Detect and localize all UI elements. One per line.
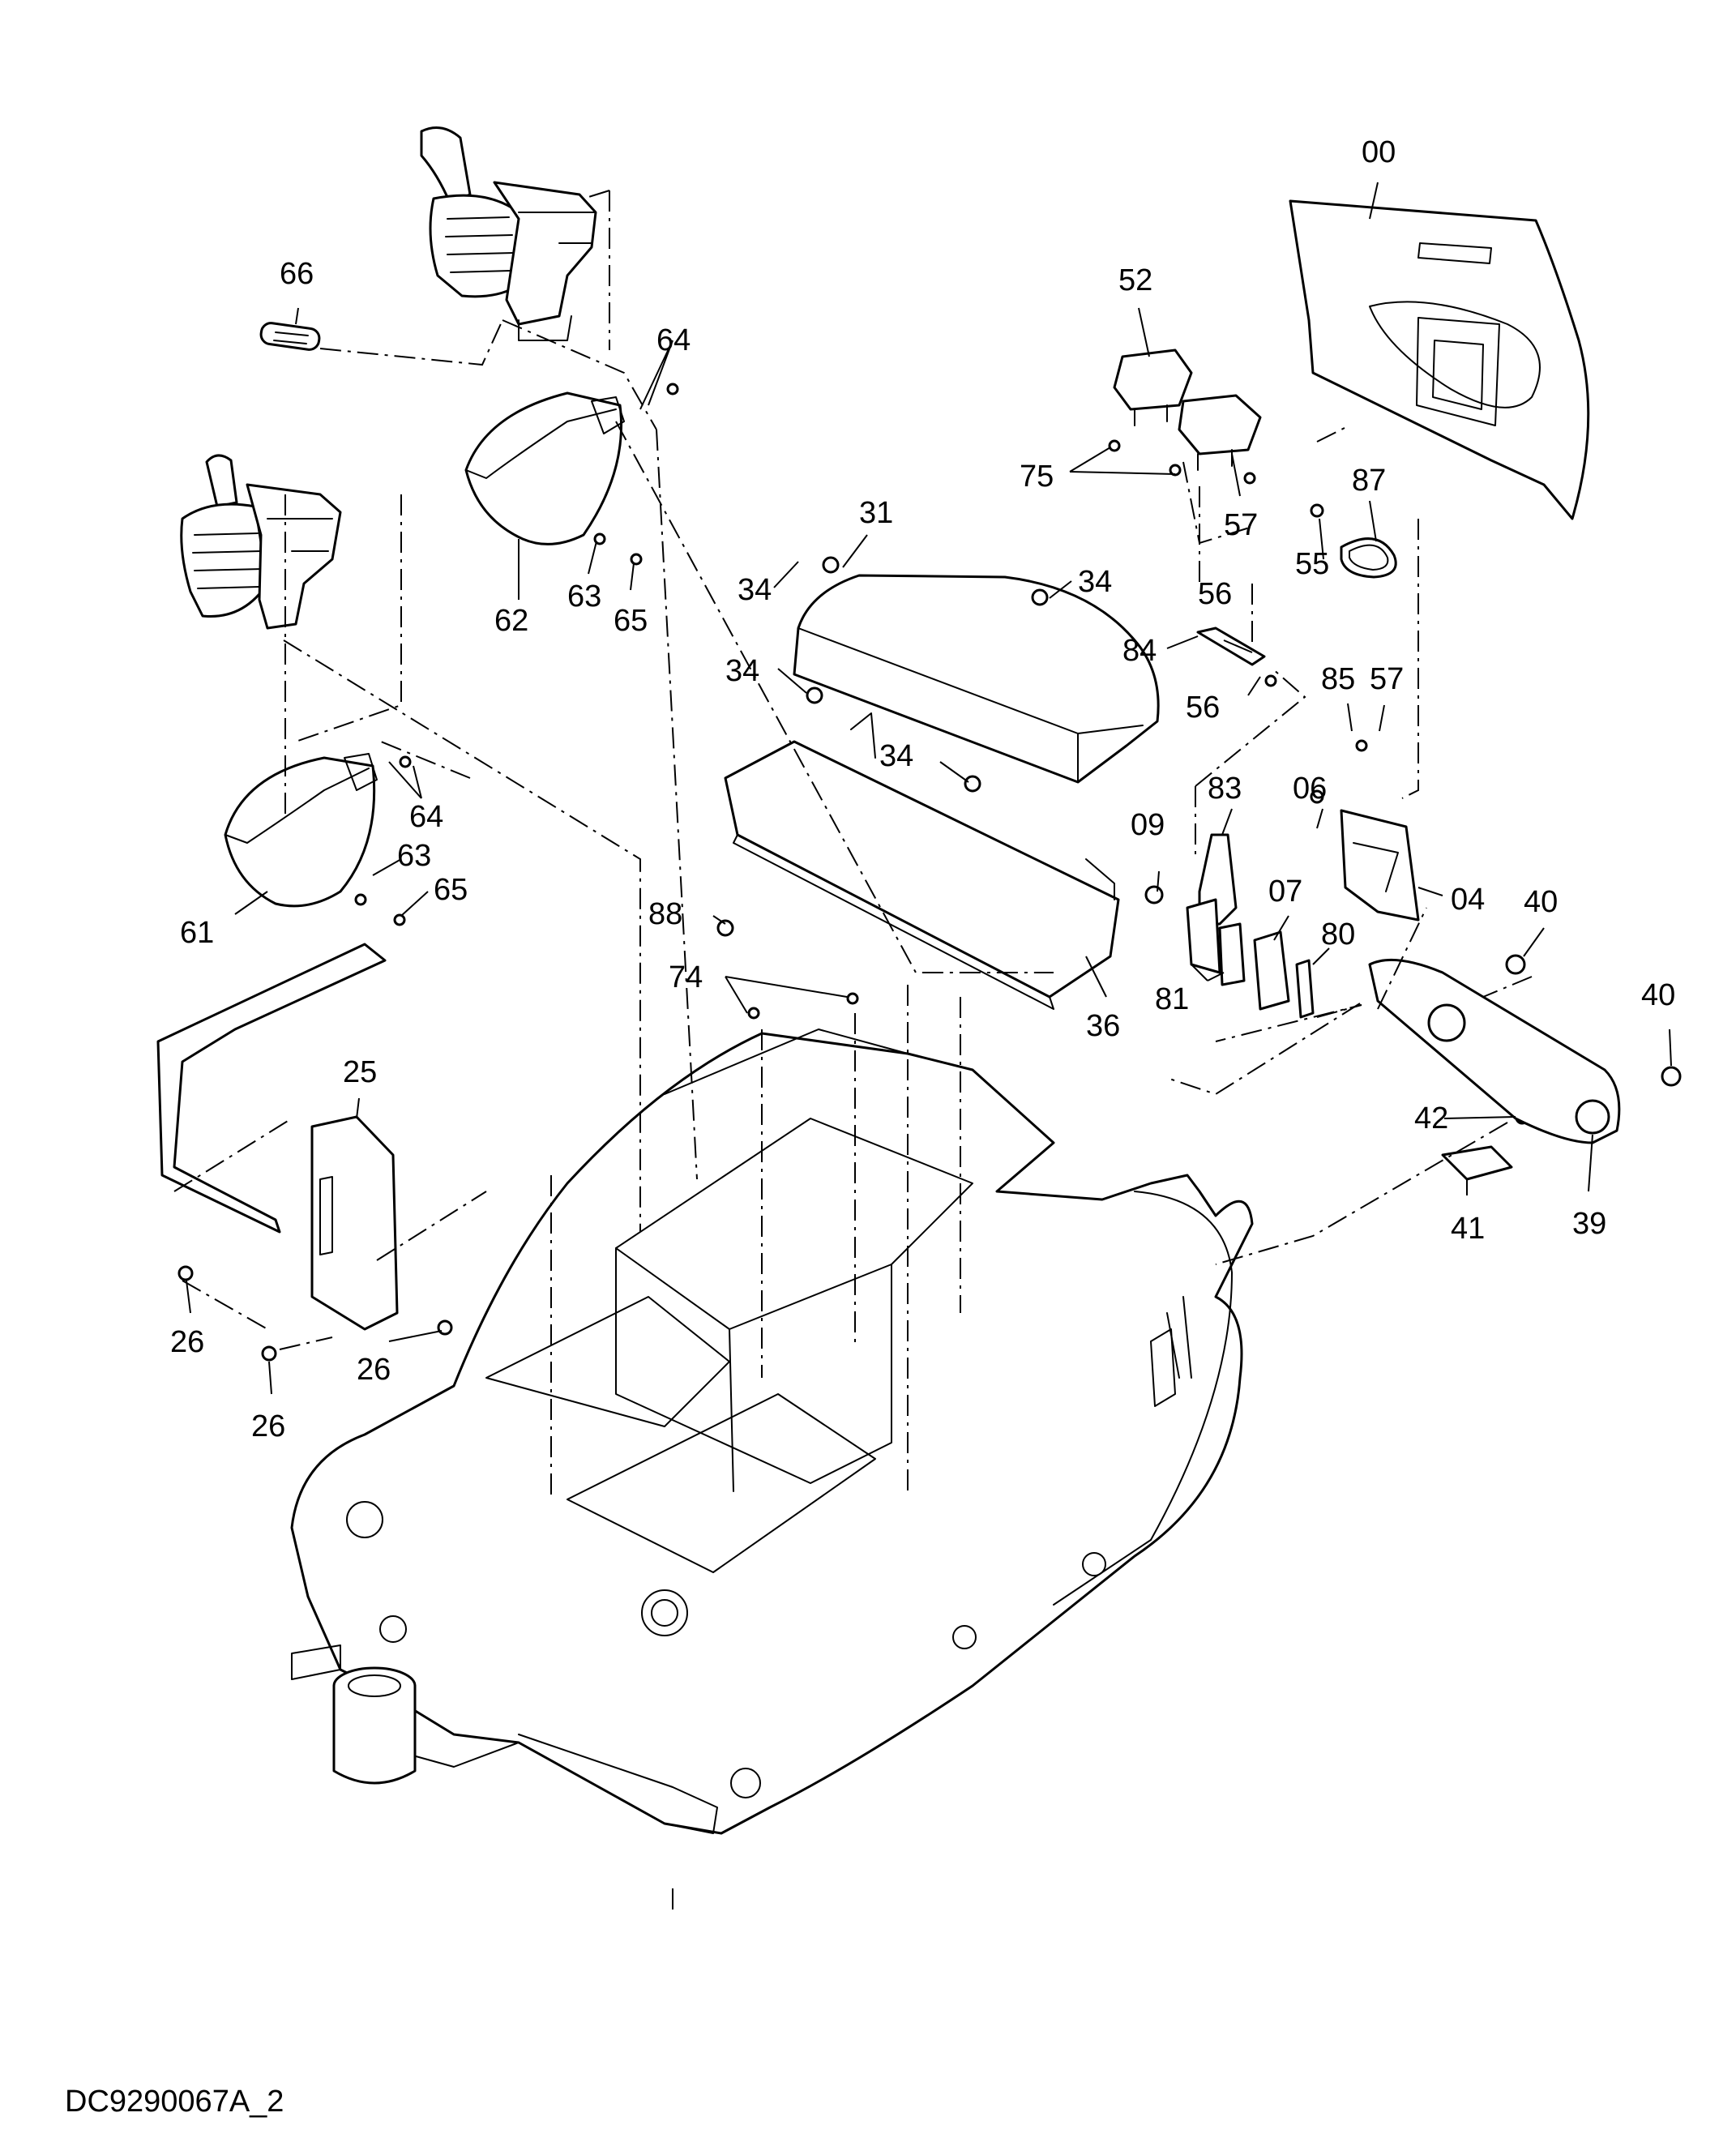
callout-61[interactable]: 61 <box>180 916 214 950</box>
part-39-side-panel[interactable] <box>1368 958 1621 1144</box>
callout-65[interactable]: 65 <box>614 604 648 638</box>
callout-40[interactable]: 40 <box>1641 978 1675 1012</box>
part-87-ring[interactable] <box>1340 537 1397 579</box>
callout-84[interactable]: 84 <box>1122 634 1157 668</box>
callout-63[interactable]: 63 <box>397 839 431 873</box>
part-61-lower-cover[interactable] <box>224 753 378 908</box>
upper-joystick-assembly[interactable] <box>420 126 597 341</box>
callout-65[interactable]: 65 <box>434 873 468 907</box>
left-mount-plate[interactable] <box>156 943 387 1234</box>
callout-40[interactable]: 40 <box>1524 885 1558 919</box>
callout-41[interactable]: 41 <box>1451 1212 1485 1246</box>
part-07-bracket[interactable] <box>1253 930 1290 1011</box>
callout-34[interactable]: 34 <box>725 654 759 688</box>
part-84-strip[interactable] <box>1196 627 1266 666</box>
callout-64[interactable]: 64 <box>656 323 691 357</box>
callout-74[interactable]: 74 <box>669 960 703 994</box>
document-id: DC9290067A_2 <box>65 2085 284 2119</box>
callout-64[interactable]: 64 <box>409 800 443 834</box>
part-66-grip-tab[interactable] <box>259 322 321 351</box>
main-frame[interactable] <box>290 1029 1254 1835</box>
part-00-console-cover[interactable] <box>1289 199 1590 520</box>
callout-39[interactable]: 39 <box>1572 1207 1606 1241</box>
part-80-strip[interactable] <box>1295 959 1315 1019</box>
callout-66[interactable]: 66 <box>280 257 314 291</box>
callout-81[interactable]: 81 <box>1155 982 1189 1016</box>
callout-63[interactable]: 63 <box>567 579 601 614</box>
part-25-box[interactable] <box>310 1115 399 1331</box>
callout-34[interactable]: 34 <box>1078 565 1112 599</box>
swing-post[interactable] <box>291 1644 417 1785</box>
callout-85[interactable]: 85 <box>1321 662 1355 696</box>
callout-42[interactable]: 42 <box>1414 1101 1448 1135</box>
callout-36[interactable]: 36 <box>1086 1009 1120 1043</box>
callout-34[interactable]: 34 <box>738 573 772 607</box>
part-04-bracket[interactable] <box>1340 809 1420 922</box>
assembly-lines <box>173 190 1533 1913</box>
part-62-upper-cover[interactable] <box>464 391 625 545</box>
callout-26[interactable]: 26 <box>357 1353 391 1387</box>
callout-88[interactable]: 88 <box>648 897 682 931</box>
callout-00[interactable]: 00 <box>1362 135 1396 169</box>
callout-26[interactable]: 26 <box>170 1325 204 1359</box>
callout-07[interactable]: 07 <box>1268 875 1302 909</box>
callout-34[interactable]: 34 <box>879 739 913 773</box>
fastener-parts <box>177 383 1682 1362</box>
lower-joystick-assembly[interactable] <box>180 454 342 630</box>
callout-25[interactable]: 25 <box>343 1055 377 1089</box>
callout-09[interactable]: 09 <box>1131 808 1165 842</box>
callout-56[interactable]: 56 <box>1198 577 1232 611</box>
callout-57[interactable]: 57 <box>1224 508 1258 542</box>
part-41-bracket[interactable] <box>1441 1145 1513 1181</box>
part-31-tray-cover[interactable] <box>793 574 1160 784</box>
part-36-plate[interactable] <box>724 712 1120 1010</box>
callout-55[interactable]: 55 <box>1295 547 1329 581</box>
part-81-bracket[interactable] <box>1186 898 1246 986</box>
callout-56[interactable]: 56 <box>1186 691 1220 725</box>
callout-57[interactable]: 57 <box>1370 662 1404 696</box>
callout-31[interactable]: 31 <box>859 496 893 530</box>
callout-80[interactable]: 80 <box>1321 917 1355 952</box>
callout-75[interactable]: 75 <box>1020 460 1054 494</box>
callout-87[interactable]: 87 <box>1352 464 1386 498</box>
callout-06[interactable]: 06 <box>1293 772 1327 806</box>
callout-83[interactable]: 83 <box>1208 772 1242 806</box>
leader-lines <box>186 182 1672 1395</box>
callout-52[interactable]: 52 <box>1118 263 1152 297</box>
callout-62[interactable]: 62 <box>494 604 528 638</box>
callout-26[interactable]: 26 <box>251 1409 285 1443</box>
callout-04[interactable]: 04 <box>1451 883 1485 917</box>
callout-labels: 00 66 64 52 75 57 87 55 31 34 34 34 34 6… <box>170 135 1675 1443</box>
part-52-bracket[interactable] <box>1113 349 1262 471</box>
